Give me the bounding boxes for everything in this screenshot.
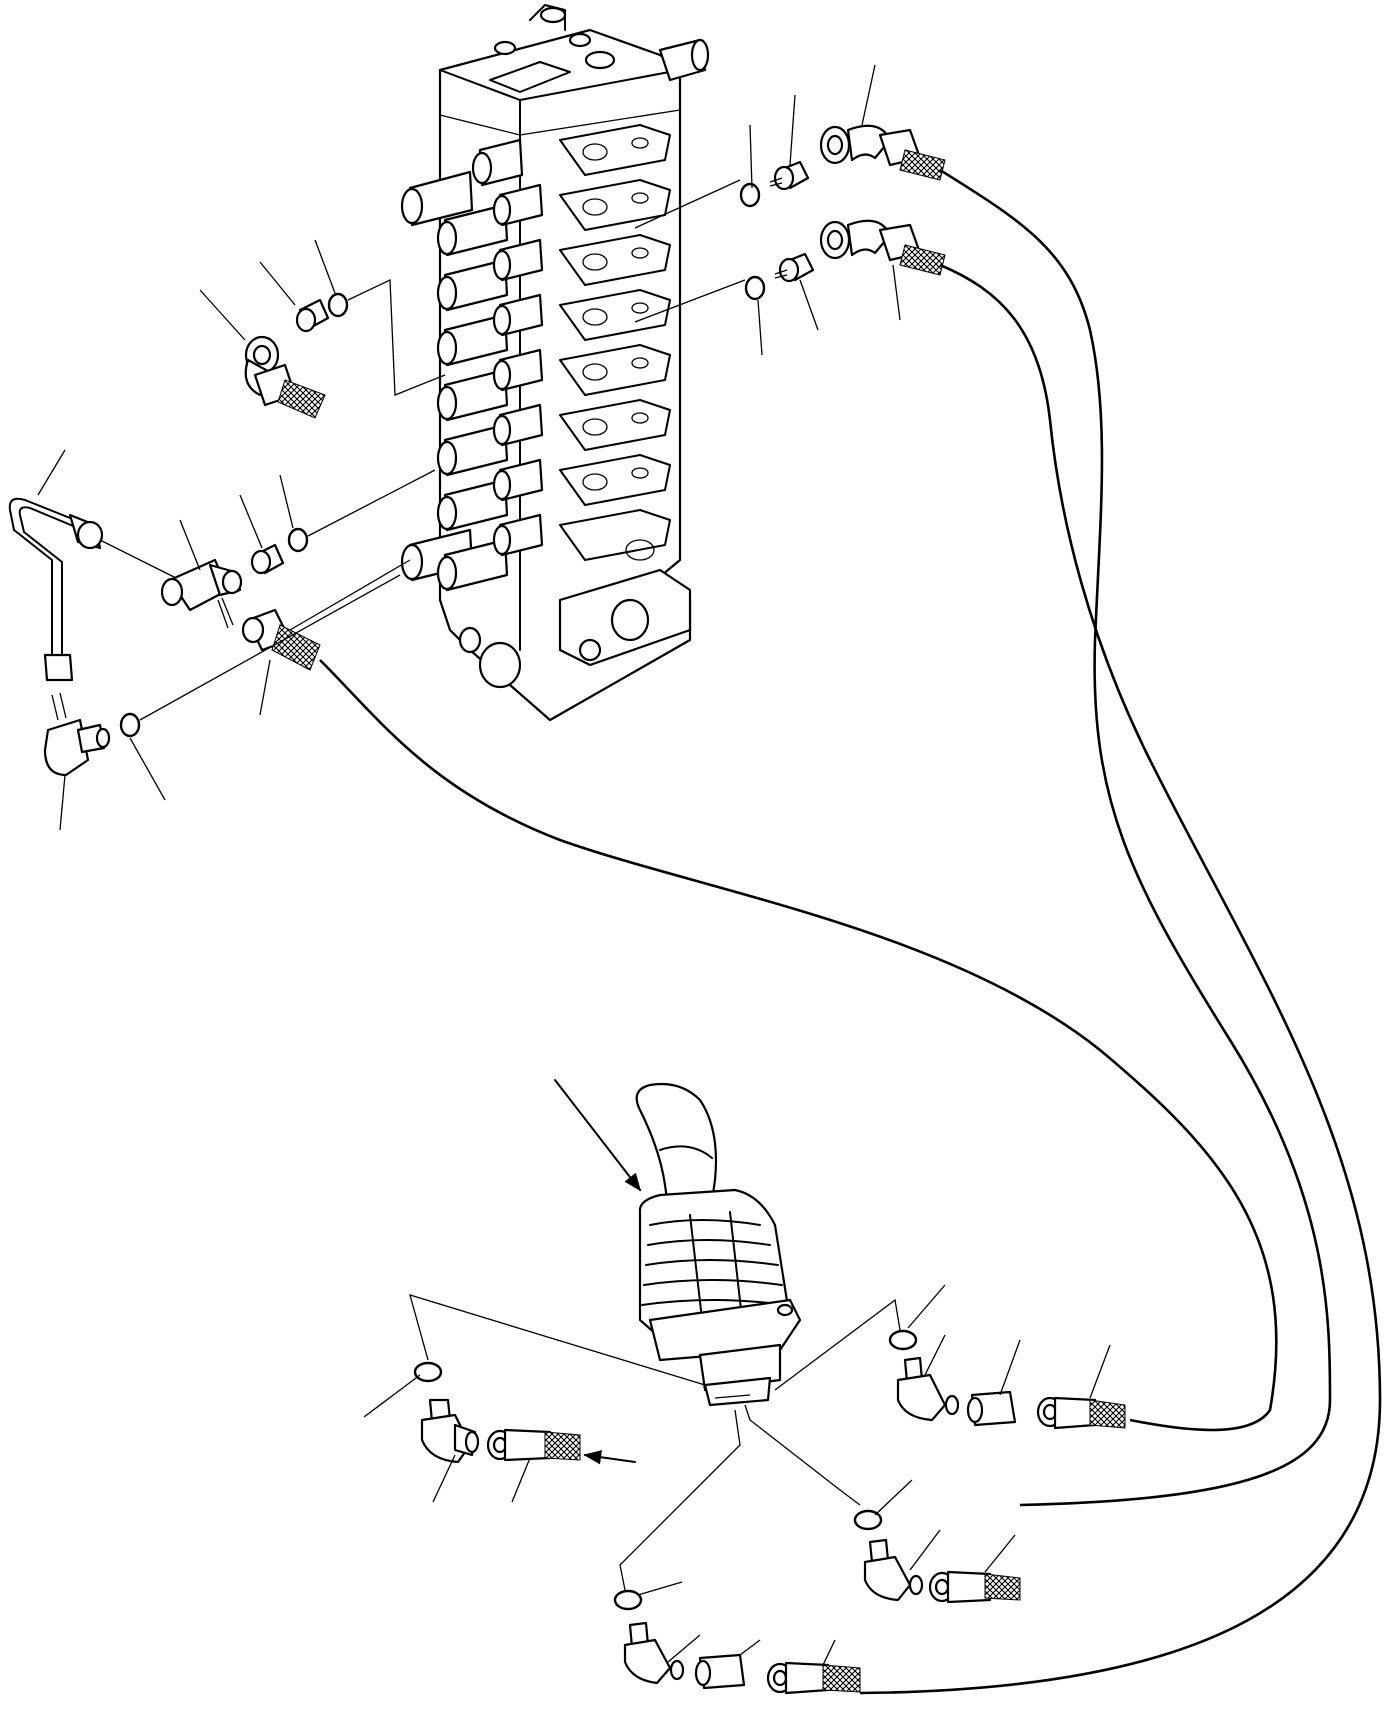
elbow-fitting — [623, 1621, 685, 1685]
elbow-fitting — [896, 1356, 960, 1422]
elbow-fitting — [420, 1398, 480, 1464]
pilot-hose — [1019, 329, 1332, 1507]
hose-end — [1036, 1396, 1126, 1430]
left-upper-fitting-set — [244, 278, 446, 419]
hose-end — [766, 1661, 861, 1695]
joystick-port-fitting-set-right-lower — [853, 1509, 1021, 1604]
callout-arrow — [583, 1450, 636, 1465]
elbow-fitting — [863, 1538, 924, 1602]
o-ring — [853, 1509, 883, 1531]
o-ring — [119, 712, 141, 738]
straight-hose-end — [241, 608, 321, 671]
elbow-hose-end — [819, 219, 946, 276]
elbow-fitting — [43, 692, 111, 777]
steel-pipe — [8, 497, 104, 682]
tee-fitting — [160, 558, 243, 629]
adapter — [295, 298, 330, 333]
spool-ports-left — [400, 138, 544, 592]
adapter — [250, 543, 285, 575]
o-ring — [888, 1329, 918, 1351]
left-lower-fitting-set — [8, 469, 1278, 1432]
control-valve-block — [400, 4, 746, 722]
o-ring — [744, 275, 766, 301]
o-ring — [287, 527, 309, 553]
adapter — [774, 252, 815, 283]
joystick-port-fitting-set-bottom — [613, 1589, 861, 1695]
hose-end — [928, 1570, 1021, 1604]
relief-valve — [658, 38, 710, 82]
inlet-port-block — [458, 568, 692, 689]
pilot-hose — [859, 419, 1382, 1695]
pilot-joystick — [635, 1082, 802, 1407]
elbow-fitting — [244, 335, 326, 419]
callout-arrow — [554, 1079, 642, 1192]
o-ring — [413, 1361, 443, 1383]
adapter — [966, 1390, 1017, 1427]
callout-leaders — [37, 64, 1111, 1666]
elbow-hose-end — [819, 124, 946, 181]
adapter — [694, 1653, 746, 1690]
o-ring — [613, 1589, 643, 1611]
o-ring — [739, 182, 761, 208]
joystick-port-fitting-set-left — [413, 1361, 636, 1465]
joystick-port-fitting-set-right-upper — [888, 1329, 1126, 1430]
hose-end — [486, 1428, 581, 1462]
upper-right-fitting-set — [739, 124, 1092, 421]
o-ring — [327, 292, 349, 318]
section-plates-right — [559, 124, 671, 561]
adapter — [769, 160, 810, 191]
